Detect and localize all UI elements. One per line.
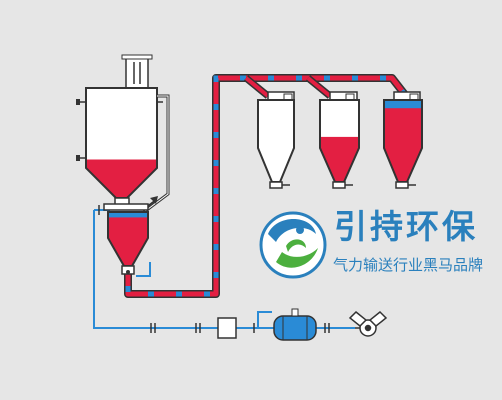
silo-fill-level bbox=[86, 159, 157, 198]
conveying-pipeline bbox=[124, 74, 410, 298]
feed-silo bbox=[76, 54, 163, 207]
air-compressor-icon bbox=[348, 310, 388, 337]
receiver-hopper-2 bbox=[319, 91, 360, 189]
brand-name: 引持环保 bbox=[334, 207, 478, 246]
receiver-hopper-1 bbox=[257, 91, 295, 189]
air-line-valves bbox=[98, 205, 330, 333]
receiver-hopper-3 bbox=[383, 91, 423, 189]
air-supply-line bbox=[93, 209, 355, 329]
air-tank-icon bbox=[273, 308, 317, 341]
brand-slogan: 气力输送行业黑马品牌 bbox=[333, 256, 484, 274]
air-filter-icon bbox=[217, 317, 237, 339]
receiver-3-fill-level bbox=[384, 108, 422, 182]
swirl-logo-icon bbox=[259, 211, 327, 279]
